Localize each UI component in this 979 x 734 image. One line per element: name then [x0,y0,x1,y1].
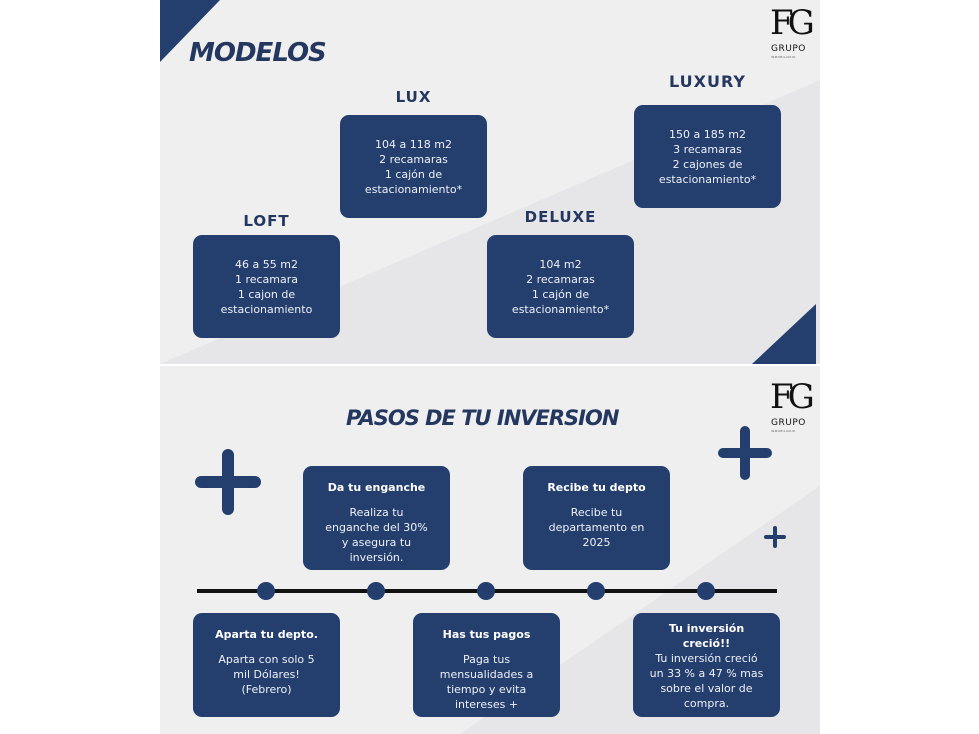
step-card-apartar: Apartа tu depto. Aparta con solo 5 mil D… [193,613,340,717]
model-name-loft: LOFT [243,212,290,230]
timeline-dot [367,582,385,600]
step-line: Paga tus [462,653,511,666]
step-line: 2025 [582,536,611,549]
logo-monogram: FG [770,3,815,43]
model-card-line: estacionamiento* [658,172,757,186]
plus-icon [764,526,786,548]
step-title: Recibe tu depto [547,481,646,494]
step-line: mil Dólares! [233,668,300,681]
model-card-line: 3 recamaras [673,142,742,156]
step-line: compra. [683,697,730,710]
step-line: enganche del 30% [325,521,428,534]
model-card-line: 2 recamaras [379,152,448,166]
step-line: mensualidades a [439,668,534,681]
timeline-dot [587,582,605,600]
steps-title: PASOS DE TU INVERSION [346,406,619,430]
model-name-lux: LUX [395,88,432,106]
step-line: (Febrero) [241,683,292,696]
step-title: Has tus pagos [442,628,531,641]
model-card-line: estacionamiento* [511,302,610,316]
model-card-line: 150 a 185 m2 [669,127,746,141]
model-card-line: 2 recamaras [526,272,595,286]
model-card-line: 104 a 118 m2 [375,137,452,151]
steps-panel: PASOS DE TU INVERSION FG GRUPO INMOBILIA… [160,366,820,734]
brand-logo: FG GRUPO INMOBILIARIO [770,3,815,66]
logo-name: GRUPO [771,418,806,428]
step-title: Tu inversión creció!! [668,622,745,650]
step-line: Aparta con solo 5 [218,653,315,666]
model-card-line: 46 a 55 m2 [235,257,298,271]
logo-tagline: INMOBILIARIO [771,55,796,59]
model-card-line: 1 recamara [234,272,299,286]
step-line: inversión. [349,551,404,564]
logo-name: GRUPO [771,44,806,54]
step-title: Da tu enganche [327,481,426,494]
models-panel: MODELOS FG GRUPO INMOBILIARIO LOFT 46 a … [160,0,820,364]
step-line: un 33 % a 47 % mas [649,667,764,680]
model-card-line: 2 cajones de [672,157,743,171]
corner-triangle-bottom-right [752,304,816,364]
plus-icon [718,426,772,480]
plus-icon [195,449,261,515]
model-card-line: estacionamiento [220,302,313,316]
step-card-enganche: Da tu enganche Realiza tu enganche del 3… [303,466,450,570]
step-line: tiempo y evita [446,683,527,696]
model-card-loft: 46 a 55 m2 1 recamara 1 cajon de estacio… [193,235,340,338]
model-card-line: 1 cajón de [384,167,443,181]
step-title: Apartа tu depto. [215,628,318,641]
timeline-dot [257,582,275,600]
timeline-dot [697,582,715,600]
step-card-crecio: Tu inversión creció!! Tu inversión creci… [633,613,780,717]
brand-logo: FG GRUPO INMOBILIARIO [770,377,815,440]
logo-monogram: FG [770,377,815,417]
model-card-line: 104 m2 [539,257,582,271]
model-card-luxury: 150 a 185 m2 3 recamaras 2 cajones de es… [634,105,781,208]
step-card-pagos: Has tus pagos Paga tus mensualidades a t… [413,613,560,717]
step-line: intereses + [454,698,519,711]
step-card-recibe: Recibe tu depto Recibe tu departamento e… [523,466,670,570]
timeline-dot [477,582,495,600]
logo-tagline: INMOBILIARIO [771,429,796,433]
step-line: departamento en [548,521,645,534]
corner-triangle-top-left [160,0,220,62]
model-name-deluxe: DELUXE [524,208,597,226]
step-line: Recibe tu [570,506,623,519]
model-card-line: estacionamiento* [364,182,463,196]
step-line: Realiza tu [349,506,404,519]
model-card-lux: 104 a 118 m2 2 recamaras 1 cajón de esta… [340,115,487,218]
models-title: MODELOS [189,38,327,68]
step-line: sobre el valor de [660,682,753,695]
model-card-line: 1 cajon de [237,287,296,301]
step-line: y asegura tu [341,536,412,549]
step-line: Tu inversión creció [655,652,758,665]
model-card-line: 1 cajón de [531,287,590,301]
model-card-deluxe: 104 m2 2 recamaras 1 cajón de estacionam… [487,235,634,338]
model-name-luxury: LUXURY [669,72,746,91]
